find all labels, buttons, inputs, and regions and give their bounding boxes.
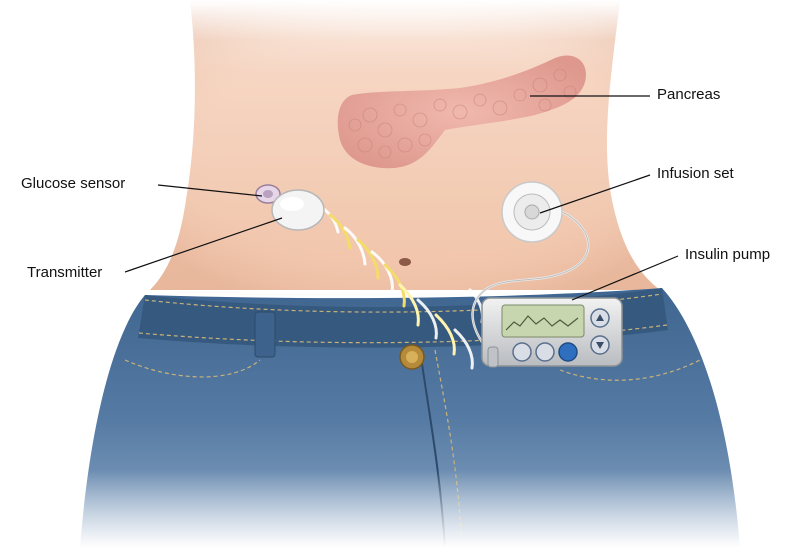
insulin-pump-icon	[482, 298, 622, 367]
label-pancreas: Pancreas	[657, 86, 720, 103]
label-glucose-sensor: Glucose sensor	[21, 175, 125, 192]
label-transmitter: Transmitter	[27, 264, 102, 281]
label-insulin-pump: Insulin pump	[685, 246, 770, 263]
navel	[399, 258, 411, 266]
transmitter-icon	[272, 190, 324, 230]
jeans-button-icon	[400, 345, 424, 369]
label-infusion-set: Infusion set	[657, 165, 734, 182]
